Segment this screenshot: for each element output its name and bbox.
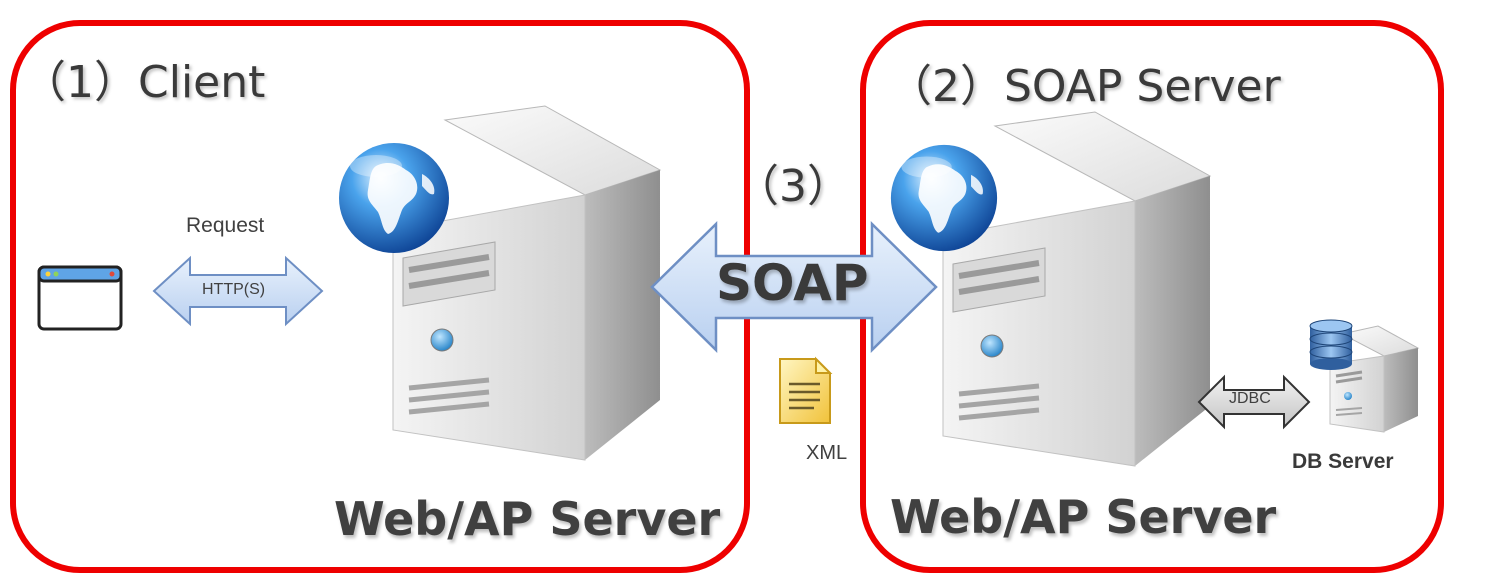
soap-double-arrow <box>650 221 938 353</box>
http-protocol-label: HTTP(S) <box>202 281 266 298</box>
interface-number: （3） <box>735 161 851 212</box>
soap-server-tower-icon <box>942 111 1212 467</box>
soap-server-globe-icon <box>890 144 998 252</box>
db-server-label: DB Server <box>1292 450 1394 473</box>
client-server-label: Web/AP Server <box>334 492 721 546</box>
client-globe-icon <box>339 143 449 253</box>
client-title: （1）Client <box>22 57 266 108</box>
db-server-tower-icon <box>1329 325 1420 433</box>
database-icon <box>1309 319 1353 370</box>
xml-payload-label: XML <box>806 442 848 464</box>
request-label: Request <box>186 214 265 237</box>
soap-server-web-label: Web/AP Server <box>890 490 1277 544</box>
client-server-tower-icon <box>392 105 662 461</box>
soap-server-title: （2）SOAP Server <box>888 61 1281 112</box>
xml-document-icon <box>779 356 833 424</box>
jdbc-double-arrow <box>1197 374 1311 430</box>
soap-protocol-label: SOAP <box>716 254 869 312</box>
http-double-arrow <box>152 255 324 327</box>
jdbc-label: JDBC <box>1229 390 1271 407</box>
browser-window-icon <box>37 265 123 331</box>
